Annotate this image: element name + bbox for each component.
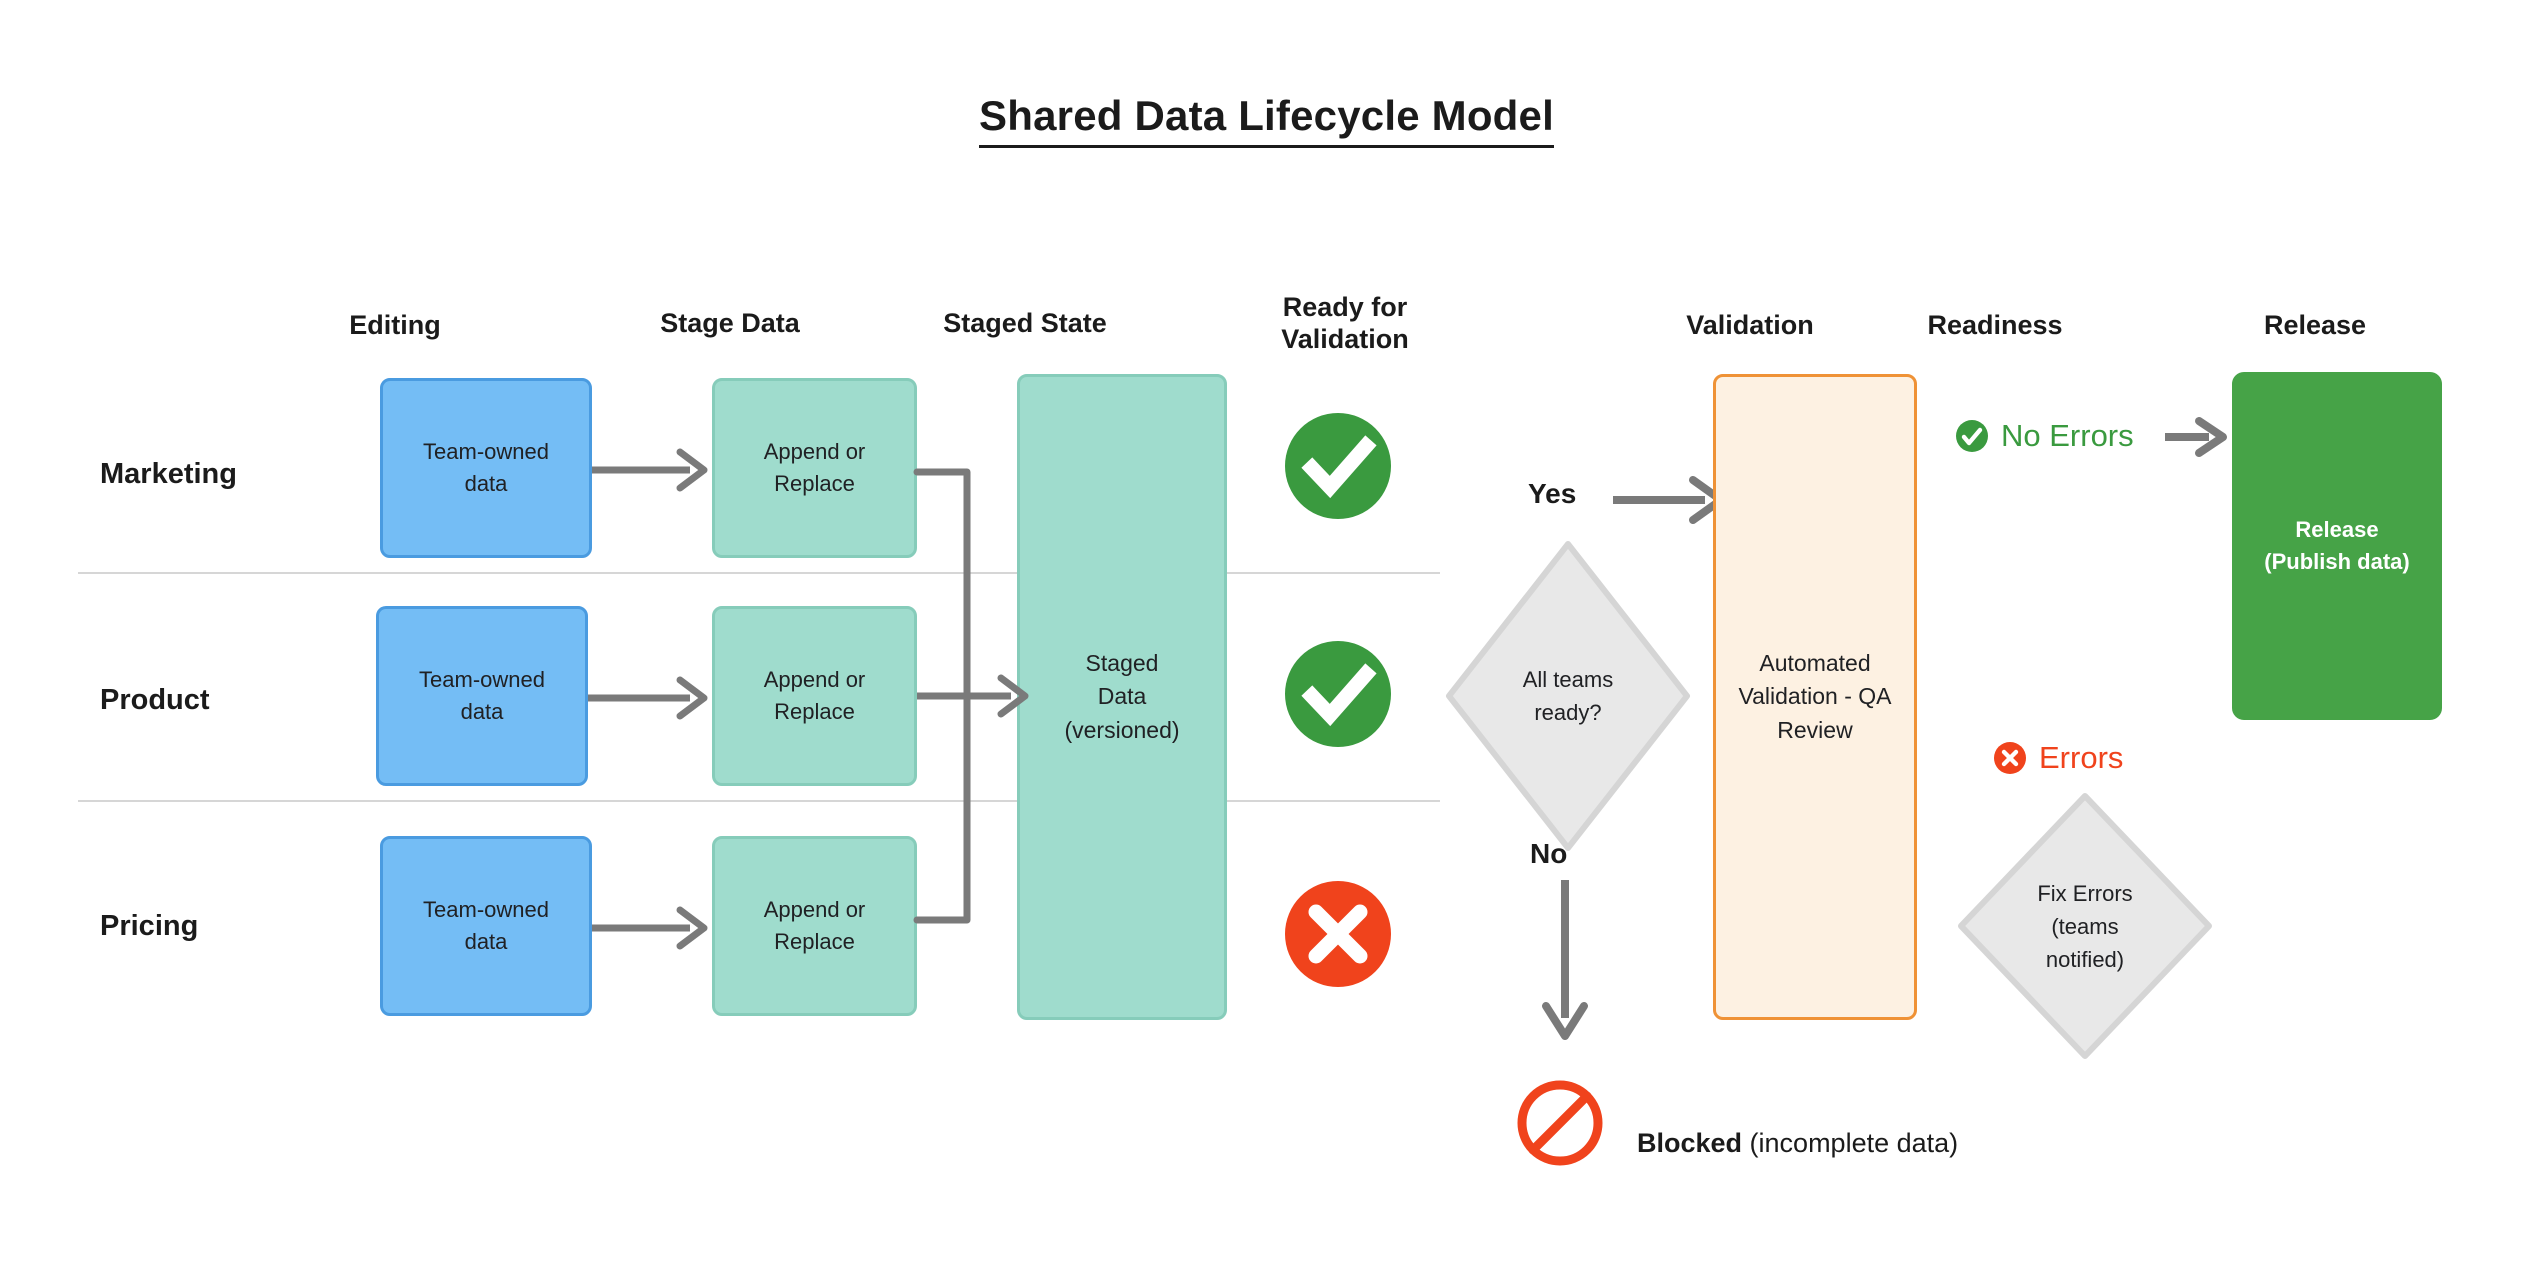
- node-line: (versioned): [1064, 716, 1180, 743]
- row-label-product: Product: [100, 684, 210, 716]
- node-line: Append or: [763, 439, 866, 465]
- node-line: Replace: [774, 929, 855, 954]
- decision-label: All teams ready?: [1443, 538, 1693, 854]
- node-line: data: [460, 699, 504, 724]
- status-errors-label: Errors: [2039, 740, 2124, 775]
- node-append-or-replace-product[interactable]: Append or Replace: [712, 606, 917, 786]
- node-append-or-replace-pricing[interactable]: Append or Replace: [712, 836, 917, 1016]
- node-line: Replace: [774, 471, 855, 496]
- row-label-pricing: Pricing: [100, 910, 199, 942]
- column-header-staged-state: Staged State: [943, 308, 1107, 338]
- node-line: Replace: [774, 699, 855, 724]
- branch-label-no: No: [1530, 838, 1568, 869]
- status-errors: Errors: [1993, 740, 2123, 776]
- check-circle-icon-product: [1285, 641, 1391, 747]
- column-header-ready-for-validation: Ready for Validation: [1245, 292, 1445, 356]
- column-header-release: Release: [2263, 310, 2367, 340]
- node-line: Review: [1777, 716, 1853, 743]
- blocked-bold-label: Blocked: [1637, 1128, 1743, 1158]
- column-header-readiness: Readiness: [1927, 310, 2063, 340]
- fix-errors-line2: (teams: [2051, 913, 2119, 939]
- arrow-no-errors-to-release: [2165, 417, 2227, 457]
- node-line: Append or: [763, 667, 866, 693]
- check-circle-icon-marketing: [1285, 413, 1391, 519]
- row-label-marketing: Marketing: [100, 458, 237, 490]
- node-line: Append or: [763, 897, 866, 923]
- column-header-editing: Editing: [349, 310, 441, 340]
- node-team-owned-data-marketing[interactable]: Team-owned data: [380, 378, 592, 558]
- arrow-stage-merge-to-staged-data: [913, 468, 1029, 924]
- decision-line2: ready?: [1534, 700, 1602, 725]
- check-circle-icon-no-errors: [1956, 420, 1988, 452]
- node-release-publish-data[interactable]: Release (Publish data): [2232, 372, 2442, 720]
- fix-errors-label: Fix Errors (teams notified): [1955, 790, 2215, 1062]
- status-no-errors-label: No Errors: [2001, 418, 2134, 453]
- decision-fix-errors[interactable]: Fix Errors (teams notified): [1955, 790, 2215, 1062]
- node-append-or-replace-marketing[interactable]: Append or Replace: [712, 378, 917, 558]
- decision-all-teams-ready[interactable]: All teams ready?: [1443, 538, 1693, 854]
- node-line: Team-owned: [423, 439, 549, 465]
- node-team-owned-data-product[interactable]: Team-owned data: [376, 606, 588, 786]
- node-line: Data: [1097, 683, 1147, 710]
- node-automated-validation-qa-review[interactable]: Automated Validation - QA Review: [1713, 374, 1917, 1020]
- arrow-editing-to-stage-product: [588, 676, 708, 720]
- node-line: Staged: [1085, 649, 1159, 676]
- prohibition-icon: [1517, 1080, 1603, 1166]
- row-divider-2: [78, 800, 1440, 802]
- column-header-validation: Validation: [1686, 310, 1814, 340]
- blocked-caption: Blocked (incomplete data): [1637, 1128, 1958, 1159]
- node-line: Team-owned: [419, 667, 545, 693]
- row-divider-1: [78, 572, 1440, 574]
- column-header-ready-line2: Validation: [1281, 323, 1409, 354]
- branch-label-yes: Yes: [1528, 478, 1577, 509]
- arrow-editing-to-stage-pricing: [592, 906, 708, 950]
- fix-errors-line3: notified): [2045, 946, 2125, 972]
- blocked-rest-label: (incomplete data): [1742, 1128, 1959, 1158]
- arrow-editing-to-stage-marketing: [592, 448, 708, 492]
- column-header-stage-data: Stage Data: [660, 308, 800, 338]
- node-line: Automated: [1759, 649, 1871, 676]
- decision-line1: All teams: [1522, 667, 1614, 692]
- node-staged-data-versioned[interactable]: Staged Data (versioned): [1017, 374, 1227, 1020]
- node-line: (Publish data): [2264, 549, 2410, 574]
- node-line: data: [464, 471, 508, 496]
- x-circle-icon-pricing: [1285, 881, 1391, 987]
- node-line: Release: [2295, 517, 2379, 543]
- fix-errors-line1: Fix Errors: [2037, 880, 2133, 906]
- node-line: Team-owned: [423, 897, 549, 923]
- node-line: Validation - QA: [1738, 683, 1892, 710]
- node-line: data: [464, 929, 508, 954]
- page-title: Shared Data Lifecycle Model: [0, 92, 2533, 148]
- column-header-ready-line1: Ready for: [1282, 292, 1408, 322]
- node-team-owned-data-pricing[interactable]: Team-owned data: [380, 836, 592, 1016]
- status-no-errors: No Errors: [1955, 418, 2134, 454]
- arrow-no-to-blocked: [1542, 880, 1588, 1040]
- x-circle-icon-errors: [1994, 742, 2026, 774]
